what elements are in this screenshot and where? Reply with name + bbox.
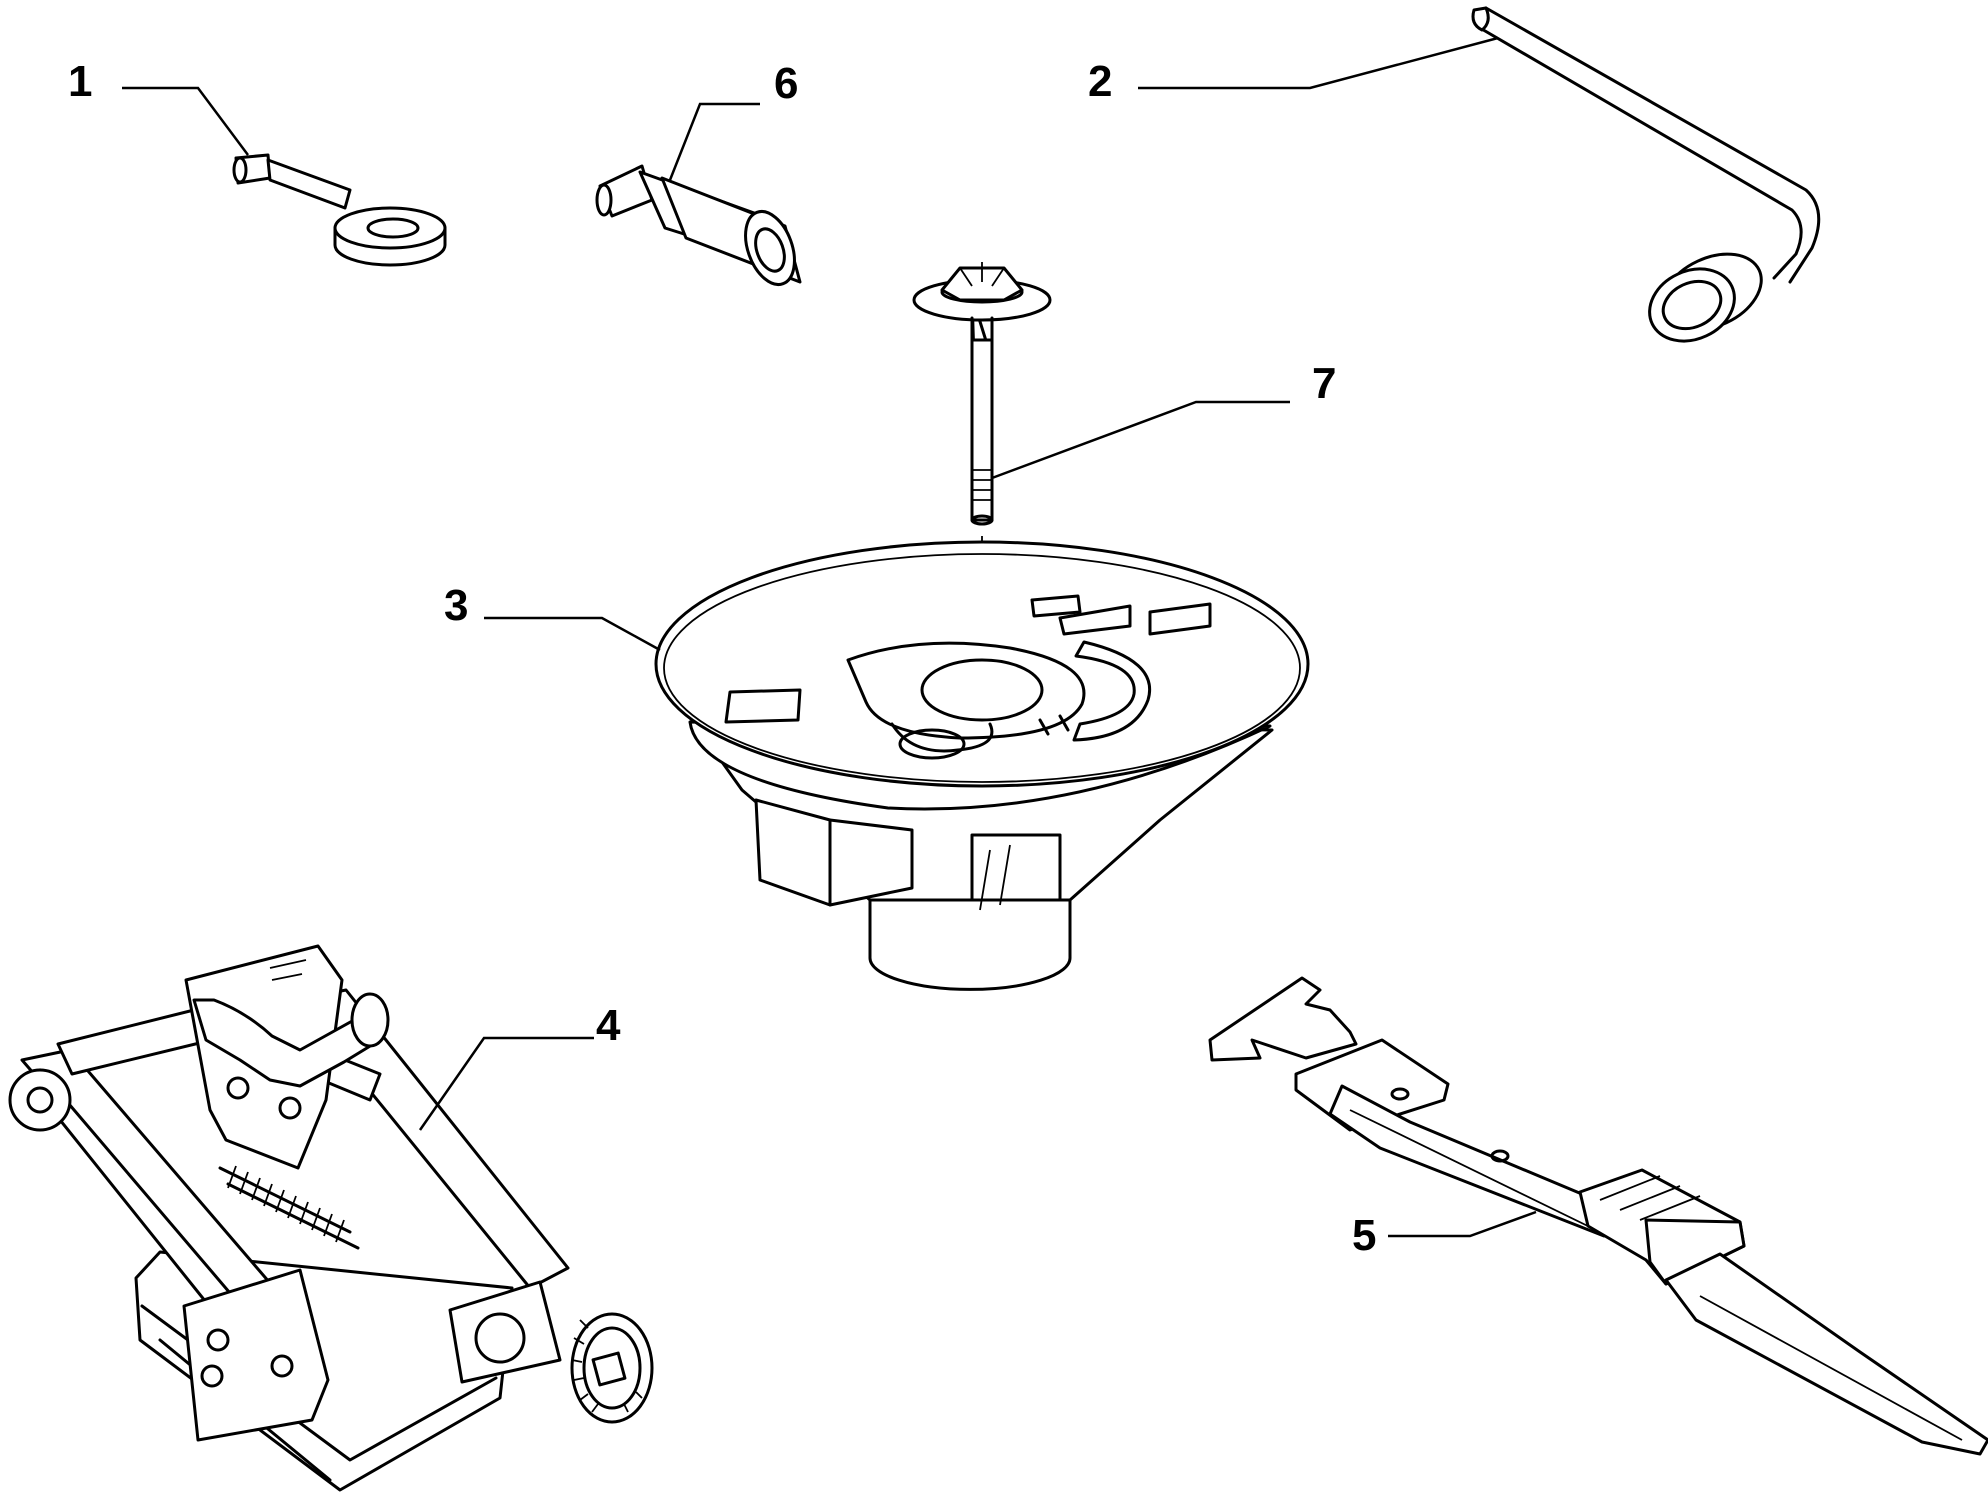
spare-wheel-support-icon bbox=[654, 540, 1310, 991]
scissor-jack-icon bbox=[8, 944, 654, 1492]
leader-line-3 bbox=[484, 616, 661, 652]
leader-line-2 bbox=[1138, 36, 1499, 90]
leader-line-1 bbox=[122, 86, 250, 156]
callout-3: 3 bbox=[444, 581, 468, 630]
callout-6: 6 bbox=[774, 59, 798, 108]
leader-line-4 bbox=[418, 1036, 594, 1131]
leader-line-6 bbox=[668, 102, 760, 181]
fixing-bolt-icon bbox=[912, 262, 1052, 526]
tow-eye-icon bbox=[232, 153, 447, 267]
socket-adapter-icon bbox=[595, 164, 802, 286]
callout-2: 2 bbox=[1088, 57, 1112, 106]
callout-4: 4 bbox=[596, 1001, 621, 1050]
leader-line-5 bbox=[1388, 1210, 1537, 1238]
jack-spring-coils bbox=[227, 1165, 345, 1243]
callout-7: 7 bbox=[1312, 359, 1336, 408]
callout-1: 1 bbox=[68, 57, 92, 106]
wheel-wrench-icon bbox=[1471, 6, 1821, 343]
strap-icon bbox=[1208, 976, 1988, 1456]
callout-5: 5 bbox=[1352, 1211, 1376, 1260]
leader-line-7 bbox=[991, 400, 1290, 480]
